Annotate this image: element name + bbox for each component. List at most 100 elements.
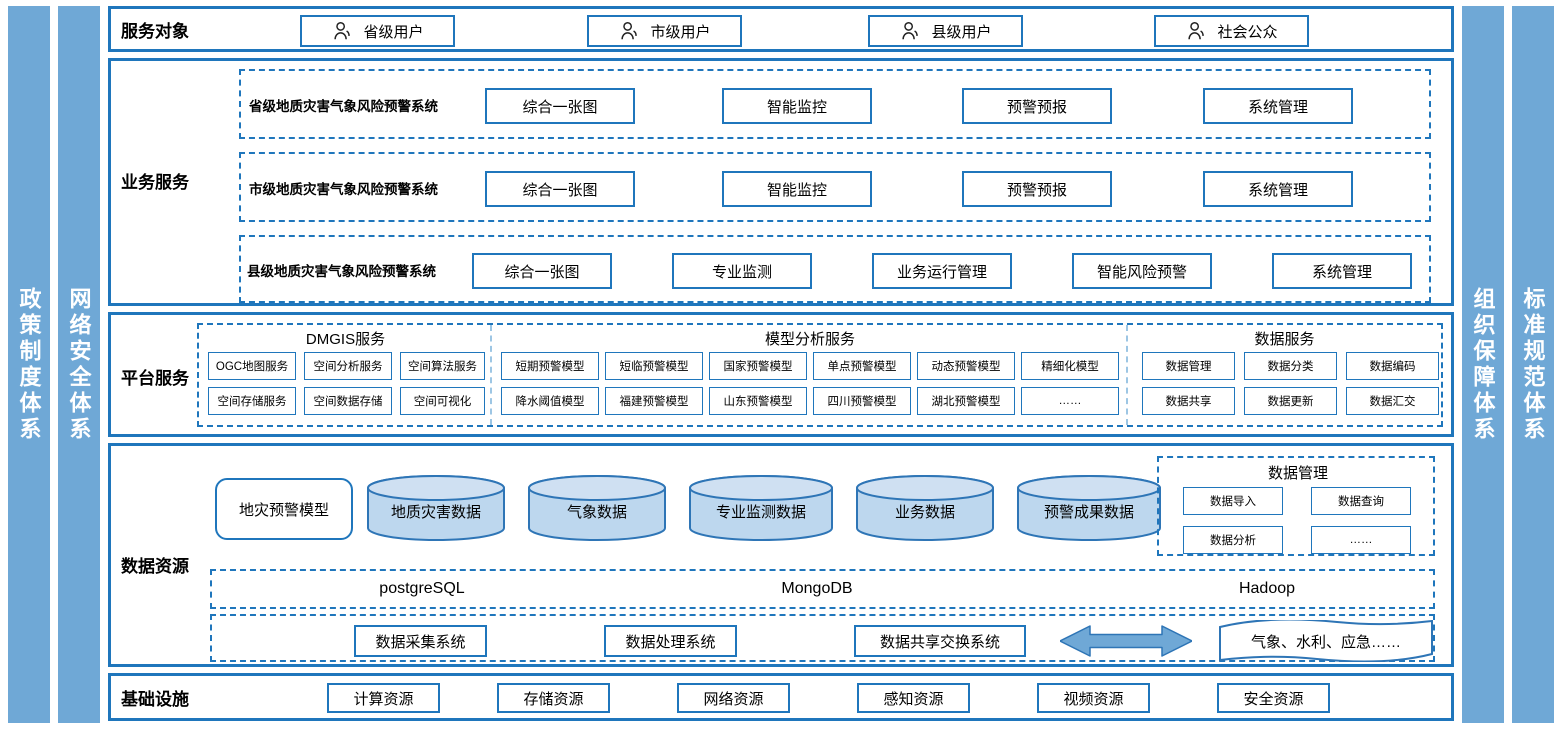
double-arrow-icon <box>1059 623 1193 659</box>
service-object-county[interactable]: 县级用户 <box>868 15 1023 47</box>
city-module-3[interactable]: 系统管理 <box>1203 171 1353 207</box>
city-module-0[interactable]: 综合一张图 <box>485 171 635 207</box>
external-departments-label: 气象、水利、应急…… <box>1250 633 1401 651</box>
cylinder-shape <box>689 475 833 541</box>
model-item-8[interactable]: 山东预警模型 <box>709 387 807 415</box>
infrastructure-item-1[interactable]: 存储资源 <box>497 683 610 713</box>
infrastructure-item-3[interactable]: 感知资源 <box>857 683 970 713</box>
data-service-item-2[interactable]: 数据编码 <box>1346 352 1439 380</box>
model-item-2[interactable]: 国家预警模型 <box>709 352 807 380</box>
service-object-city[interactable]: 市级用户 <box>587 15 742 47</box>
county-system-label: 县级地质灾害气象风险预警系统 <box>247 264 436 279</box>
dmgis-item-4[interactable]: 空间数据存储 <box>304 387 392 415</box>
service-object-county-label: 县级用户 <box>931 23 992 41</box>
database-mongodb: MongoDB <box>781 580 853 597</box>
county-module-0[interactable]: 综合一张图 <box>472 253 612 289</box>
dmgis-item-5[interactable]: 空间可视化 <box>400 387 485 415</box>
province-module-2[interactable]: 预警预报 <box>962 88 1112 124</box>
network-security-pillar-label: 网络安全体系 <box>66 286 92 443</box>
disaster-warning-model-box[interactable]: 地灾预警模型 <box>215 478 353 540</box>
cylinder-shape <box>856 475 994 541</box>
province-system-label: 省级地质灾害气象风险预警系统 <box>249 99 438 114</box>
cylinder-professional-monitoring-data-label: 专业监测数据 <box>715 503 806 521</box>
service-object-province[interactable]: 省级用户 <box>300 15 455 47</box>
province-module-0[interactable]: 综合一张图 <box>485 88 635 124</box>
model-item-10[interactable]: 湖北预警模型 <box>917 387 1015 415</box>
data-service-title: 数据服务 <box>1254 331 1315 348</box>
dmgis-item-0[interactable]: OGC地图服务 <box>208 352 296 380</box>
user-icon <box>621 22 638 40</box>
user-icon <box>334 22 351 40</box>
model-item-6[interactable]: 降水阈值模型 <box>501 387 599 415</box>
data-sharing-exchange-system[interactable]: 数据共享交换系统 <box>854 625 1026 657</box>
data-management-group: 数据管理 数据导入 数据查询 数据分析 …… <box>1157 456 1435 556</box>
infrastructure-item-5[interactable]: 安全资源 <box>1217 683 1330 713</box>
model-item-3[interactable]: 单点预警模型 <box>813 352 911 380</box>
dmgis-item-3[interactable]: 空间存储服务 <box>208 387 296 415</box>
dmgis-item-1[interactable]: 空间分析服务 <box>304 352 392 380</box>
infrastructure-item-0[interactable]: 计算资源 <box>327 683 440 713</box>
cylinder-meteorological-data[interactable]: 气象数据 <box>527 474 667 542</box>
city-system-label: 市级地质灾害气象风险预警系统 <box>249 182 438 197</box>
model-item-1[interactable]: 短临预警模型 <box>605 352 703 380</box>
cylinder-business-data[interactable]: 业务数据 <box>855 474 995 542</box>
county-module-3[interactable]: 智能风险预警 <box>1072 253 1212 289</box>
province-module-1[interactable]: 智能监控 <box>722 88 872 124</box>
data-service-item-1[interactable]: 数据分类 <box>1244 352 1337 380</box>
data-management-item-2[interactable]: 数据分析 <box>1183 526 1283 554</box>
data-resource-layer: 数据资源 地灾预警模型 地质灾害数据 气象数据 专业监测数据 业务数据 <box>108 443 1454 667</box>
service-object-public[interactable]: 社会公众 <box>1154 15 1309 47</box>
organization-guarantee-pillar-label: 组织保障体系 <box>1470 286 1496 443</box>
city-module-2[interactable]: 预警预报 <box>962 171 1112 207</box>
cylinder-shape <box>528 475 666 541</box>
dmgis-service-group: DMGIS服务 OGC地图服务 空间分析服务 空间算法服务 空间存储服务 空间数… <box>199 325 492 425</box>
network-security-pillar: 网络安全体系 <box>58 6 100 723</box>
data-management-item-3[interactable]: …… <box>1311 526 1411 554</box>
cylinder-warning-result-data[interactable]: 预警成果数据 <box>1016 474 1162 542</box>
data-service-item-5[interactable]: 数据汇交 <box>1346 387 1439 415</box>
model-item-9[interactable]: 四川预警模型 <box>813 387 911 415</box>
business-service-label: 业务服务 <box>121 172 189 192</box>
city-system-group: 市级地质灾害气象风险预警系统 综合一张图 智能监控 预警预报 系统管理 <box>239 152 1431 222</box>
platform-groups-container: DMGIS服务 OGC地图服务 空间分析服务 空间算法服务 空间存储服务 空间数… <box>197 323 1443 427</box>
infrastructure-layer: 基础设施 计算资源 存储资源 网络资源 感知资源 视频资源 安全资源 <box>108 673 1454 721</box>
user-icon <box>902 22 919 40</box>
model-item-7[interactable]: 福建预警模型 <box>605 387 703 415</box>
cylinder-professional-monitoring-data[interactable]: 专业监测数据 <box>688 474 834 542</box>
standard-specification-pillar: 标准规范体系 <box>1512 6 1554 723</box>
data-service-item-4[interactable]: 数据更新 <box>1244 387 1337 415</box>
data-management-title: 数据管理 <box>1267 465 1328 482</box>
standard-specification-pillar-label: 标准规范体系 <box>1520 286 1546 443</box>
platform-service-layer: 平台服务 DMGIS服务 OGC地图服务 空间分析服务 空间算法服务 空间存储服… <box>108 312 1454 437</box>
service-object-city-label: 市级用户 <box>650 23 711 41</box>
cylinder-geohazard-data[interactable]: 地质灾害数据 <box>366 474 506 542</box>
cylinder-shape <box>367 475 505 541</box>
model-analysis-service-group: 模型分析服务 短期预警模型 短临预警模型 国家预警模型 单点预警模型 动态预警模… <box>492 325 1128 425</box>
policy-system-pillar-label: 政策制度体系 <box>16 286 42 443</box>
data-service-item-0[interactable]: 数据管理 <box>1142 352 1235 380</box>
model-item-4[interactable]: 动态预警模型 <box>917 352 1015 380</box>
data-service-item-3[interactable]: 数据共享 <box>1142 387 1235 415</box>
user-icon <box>1188 22 1205 40</box>
data-management-item-1[interactable]: 数据查询 <box>1311 487 1411 515</box>
county-module-1[interactable]: 专业监测 <box>672 253 812 289</box>
county-module-4[interactable]: 系统管理 <box>1272 253 1412 289</box>
dmgis-item-2[interactable]: 空间算法服务 <box>400 352 485 380</box>
platform-service-label: 平台服务 <box>121 368 189 388</box>
county-module-2[interactable]: 业务运行管理 <box>872 253 1012 289</box>
county-system-group: 县级地质灾害气象风险预警系统 综合一张图 专业监测 业务运行管理 智能风险预警 … <box>239 235 1431 303</box>
data-collection-system[interactable]: 数据采集系统 <box>354 625 487 657</box>
model-item-11[interactable]: …… <box>1021 387 1119 415</box>
double-arrow-shape <box>1059 625 1193 657</box>
infrastructure-item-2[interactable]: 网络资源 <box>677 683 790 713</box>
model-item-0[interactable]: 短期预警模型 <box>501 352 599 380</box>
city-module-1[interactable]: 智能监控 <box>722 171 872 207</box>
external-departments-box[interactable]: 气象、水利、应急…… <box>1217 620 1435 662</box>
data-processing-system[interactable]: 数据处理系统 <box>604 625 737 657</box>
infrastructure-item-4[interactable]: 视频资源 <box>1037 683 1150 713</box>
data-management-item-0[interactable]: 数据导入 <box>1183 487 1283 515</box>
province-module-3[interactable]: 系统管理 <box>1203 88 1353 124</box>
data-service-group: 数据服务 数据管理 数据分类 数据编码 数据共享 数据更新 数据汇交 <box>1128 325 1441 425</box>
model-item-5[interactable]: 精细化模型 <box>1021 352 1119 380</box>
database-band-group: postgreSQL MongoDB Hadoop <box>210 569 1435 609</box>
